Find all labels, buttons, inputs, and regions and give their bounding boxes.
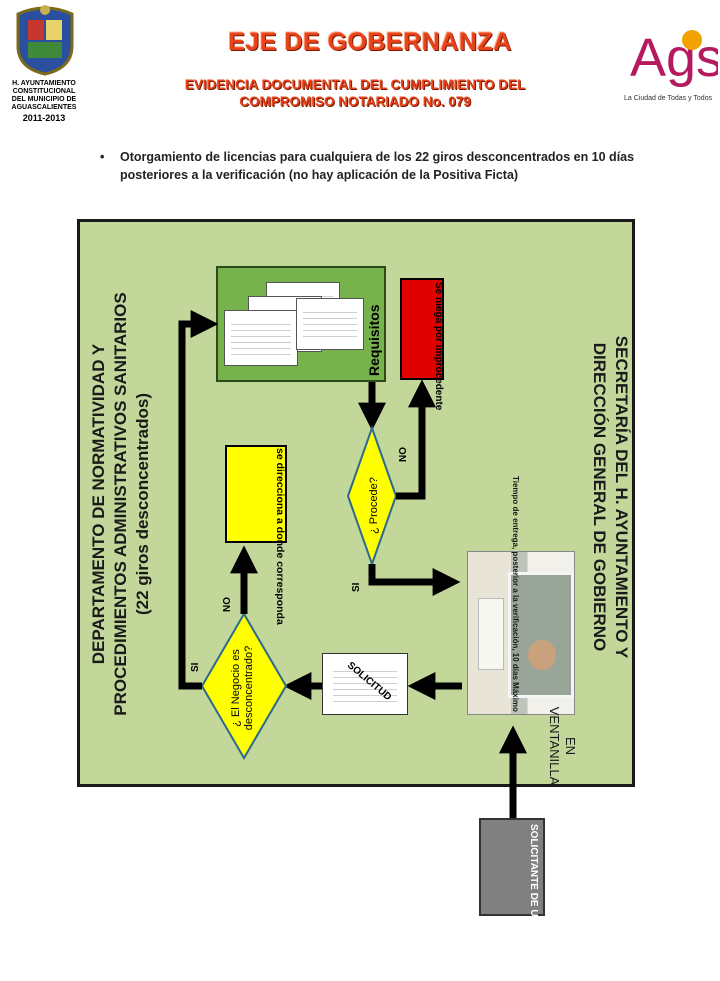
requisitos-box [216,266,386,382]
deny-box [400,278,444,380]
bullet-text: Otorgamiento de licencias para cualquier… [120,150,635,182]
subtitle-line-2: COMPROMISO NOTARIADO No. 079 [239,94,471,109]
requisitos-label: Requisitos [366,304,382,376]
department-label: DEPARTAMENTO DE NORMATIVIDAD Y PROCEDIMI… [88,284,154,724]
bullet-symbol: • [100,150,105,164]
subtitle-line-1: EVIDENCIA DOCUMENTAL DEL CUMPLIMIENTO DE… [184,77,526,92]
applicant-label: SOLICITANTE DE UNA LICENCIA [528,824,539,981]
administration-years: 2011-2013 [22,113,66,123]
desconcentrado-label: ¿ El Negocio es desconcentrado? [230,645,255,731]
window-label-line-1: EN [563,736,578,756]
time-note: Tiempo de entrega, posterior a la verifi… [510,476,520,712]
secretaria-label-line-2: DIRECCIÓN GENERAL DE GOBIERNO [590,342,609,652]
document-icon [296,298,364,350]
department-label-line-3: (22 giros desconcentrados) [133,393,152,616]
municipality-caption: H. AYUNTAMIENTO CONSTITUCIONAL DEL MUNIC… [11,80,77,111]
no-label-desconcentrado: NO [222,597,233,612]
solicitud-document [322,653,408,715]
ags-logo: Ags La Ciudad de Todas y Todos [622,20,720,110]
department-label-line-1: DEPARTAMENTO DE NORMATIVIDAD Y [89,343,108,665]
yes-label-desconcentrado: SI [190,662,201,672]
page-title: EJE DE GOBERNANZA [228,28,512,56]
window-label-line-2: VENTANILLA [547,706,562,786]
ags-logo-dot [682,30,702,50]
municipal-seal-logo: H. AYUNTAMIENTO CONSTITUCIONAL DEL MUNIC… [6,2,92,124]
department-label-line-2: PROCEDIMIENTOS ADMINISTRATIVOS SANITARIO… [111,292,130,716]
document-icon [224,310,298,366]
redirect-box [225,445,287,543]
ags-logo-mark: Ags [630,28,720,88]
ags-logo-tagline: La Ciudad de Todas y Todos [624,95,713,102]
ags-logo-letter-a: Ags [630,28,718,88]
secretaria-label: SECRETARÍA DEL H. AYUNTAMIENTO Y DIRECCI… [588,262,632,732]
shield-icon [16,5,74,76]
window-label: EN VENTANILLA [546,706,578,786]
procede-label: ¿ Procede? [368,477,380,534]
redirect-label: se direcciona a donde corresponda [274,448,286,625]
yes-label-procede: SI [351,582,362,592]
deny-label: Se niega por improcedente [433,282,444,411]
no-label-procede: NO [398,447,409,462]
document-icon [327,658,403,710]
service-window-photo [467,551,575,715]
applicant-box [479,818,545,916]
page-subtitle: EVIDENCIA DOCUMENTAL DEL CUMPLIMIENTO DE… [120,76,590,110]
secretaria-label-line-1: SECRETARÍA DEL H. AYUNTAMIENTO Y [612,335,631,659]
